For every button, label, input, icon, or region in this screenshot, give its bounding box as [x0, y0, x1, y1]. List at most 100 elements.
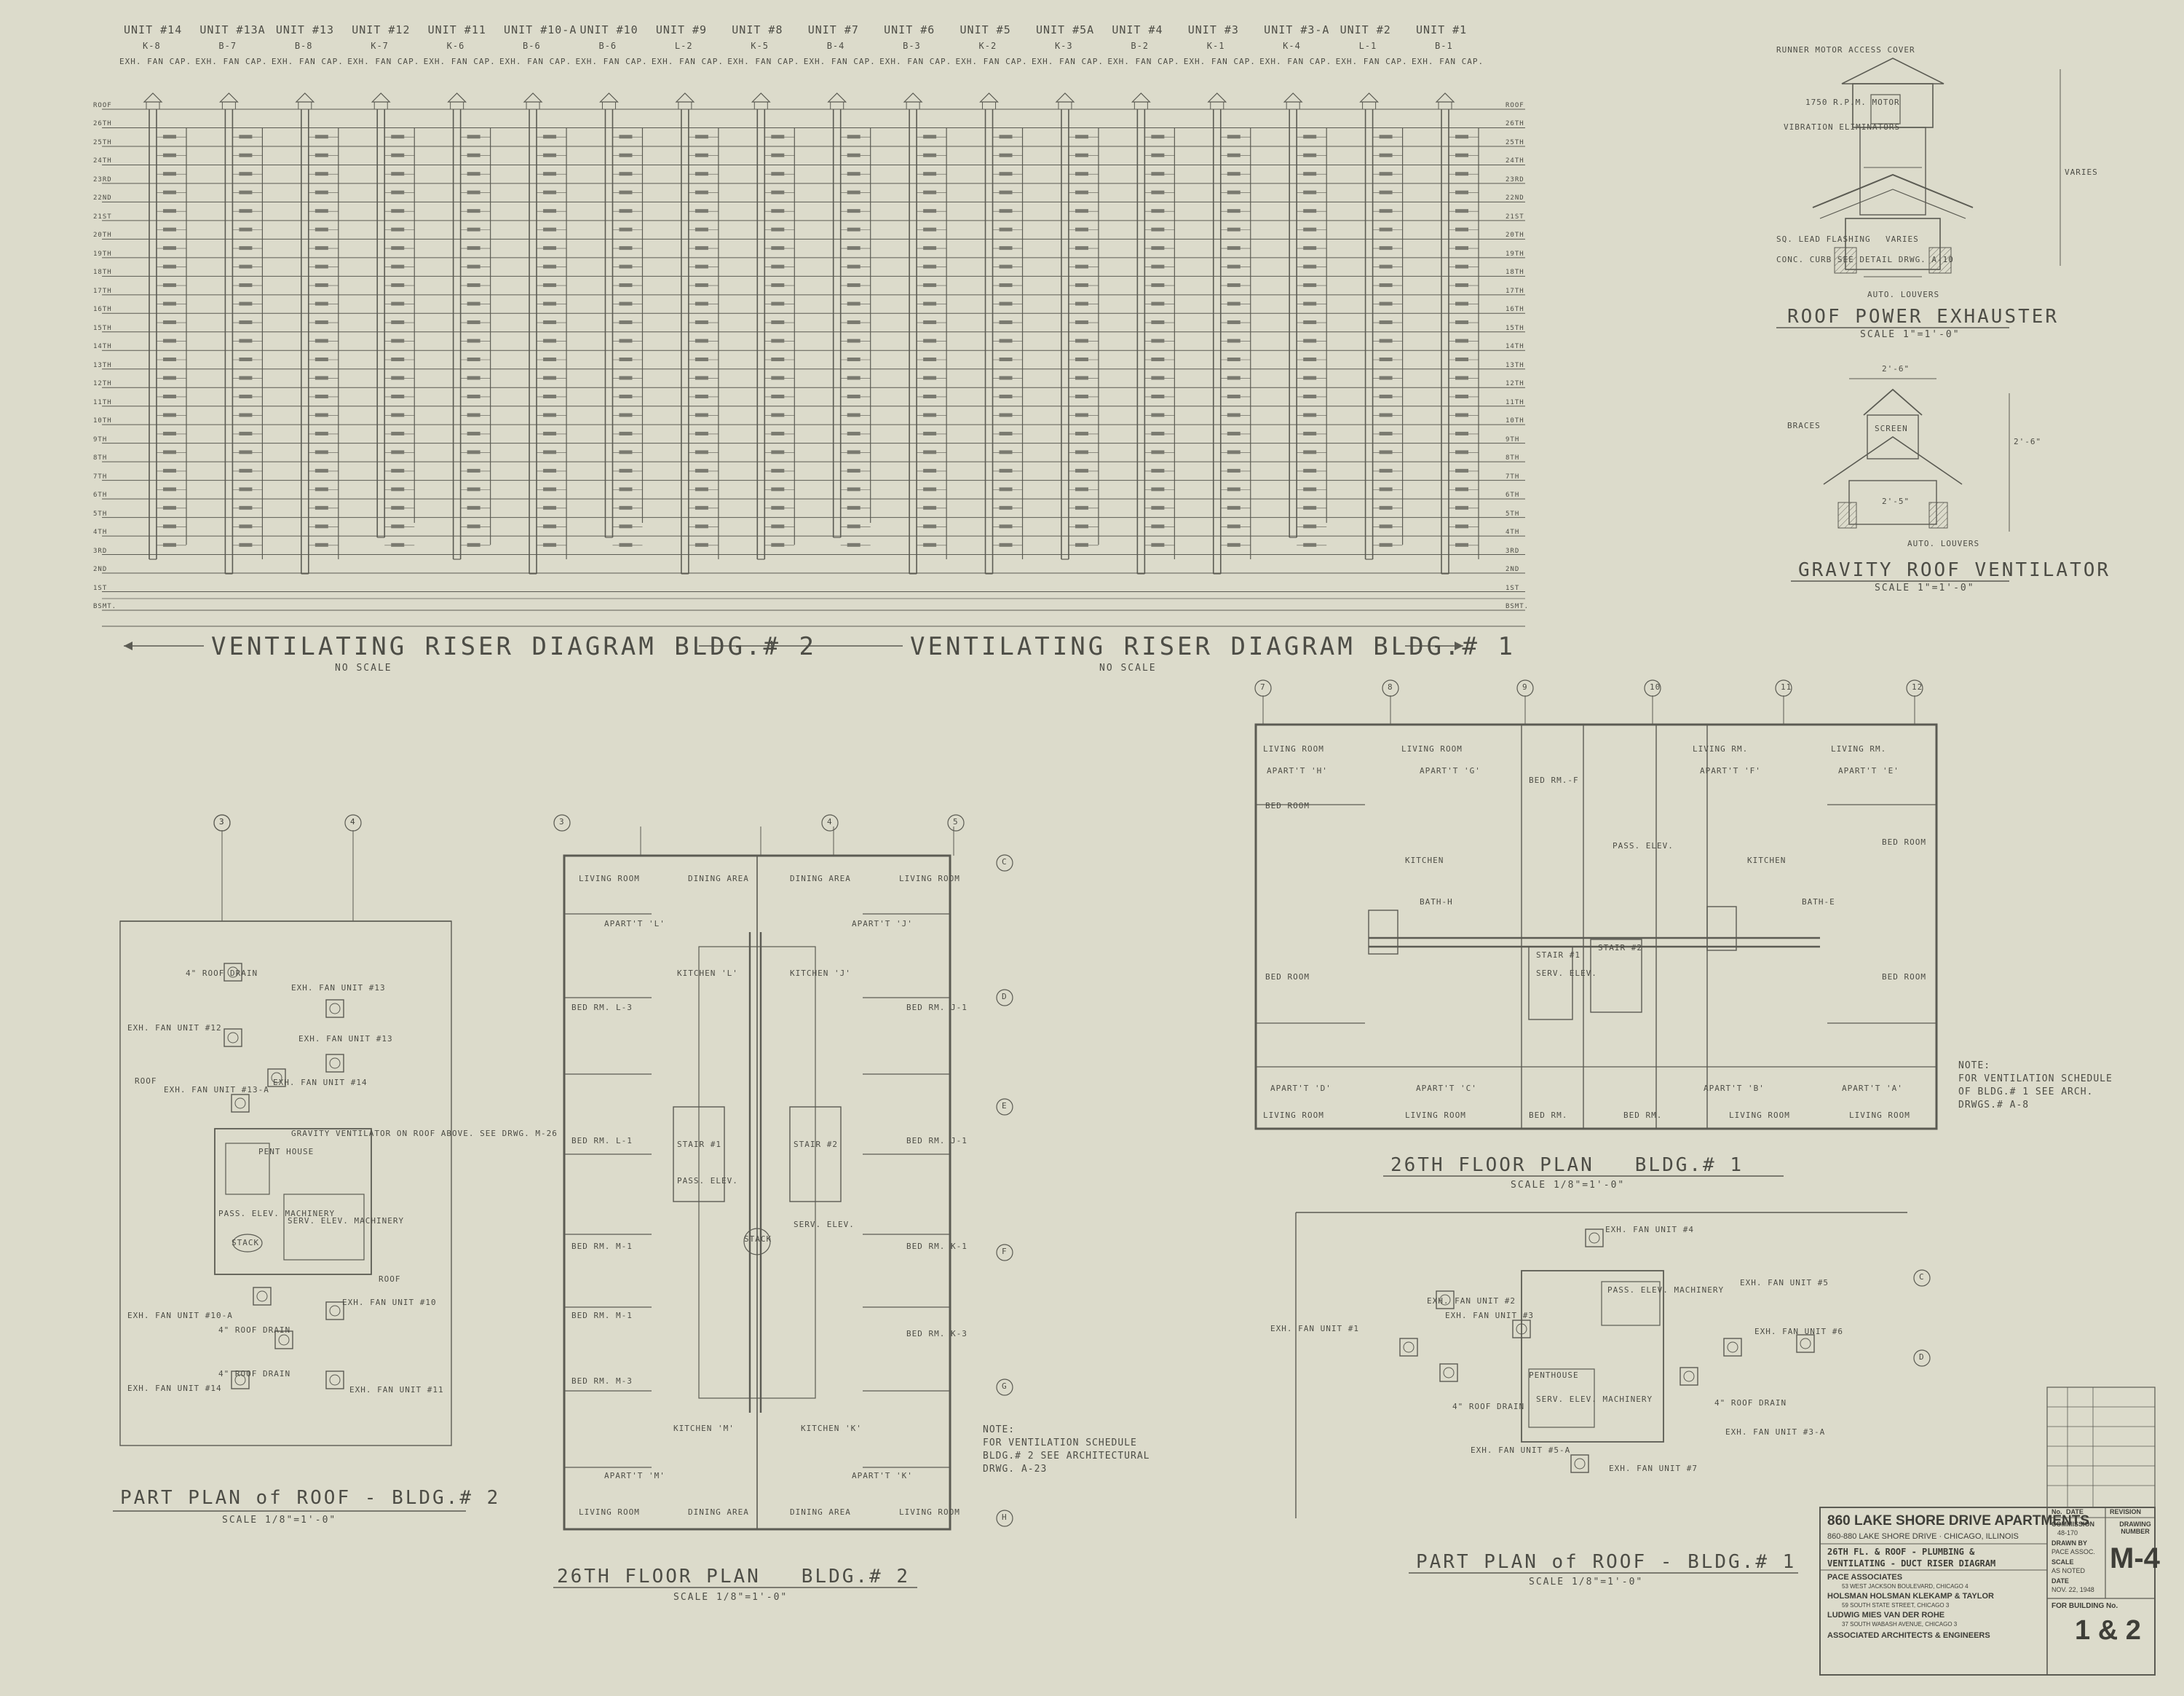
fan-cap-label: EXH. FAN CAP. — [1259, 57, 1332, 66]
floor-label-left: 12TH — [93, 380, 112, 388]
floor-label-right: 3RD — [1506, 547, 1520, 555]
duct-size-mark — [391, 135, 405, 139]
duct-size-mark — [999, 283, 1013, 288]
floor-label-left: 7TH — [93, 473, 108, 481]
exhaust-fan-cap — [599, 92, 619, 103]
duct-size-mark — [1151, 283, 1165, 288]
floor-label-right: 1ST — [1506, 584, 1520, 592]
duct-size-mark — [1151, 172, 1165, 176]
duct-size-mark — [999, 524, 1013, 529]
fan-cap-label: EXH. FAN CAP. — [271, 57, 344, 66]
duct-size-mark — [1227, 468, 1241, 473]
duct-size-mark — [1075, 153, 1088, 157]
duct-size-mark — [467, 505, 480, 510]
duct-size-mark — [391, 301, 405, 306]
duct-size-mark — [1379, 190, 1393, 194]
unit-code: B-3 — [903, 41, 921, 51]
duct-size-mark — [1151, 358, 1165, 361]
room-label: LIVING ROOM — [1263, 744, 1324, 754]
duct-size-mark — [1379, 227, 1393, 232]
duct-size-mark — [1075, 487, 1088, 492]
scale-label: SCALE — [2052, 1558, 2074, 1566]
duct-size-mark — [1379, 209, 1393, 213]
duct-size-mark — [1227, 543, 1241, 547]
unit-label: UNIT #1 — [1416, 23, 1468, 36]
roof-label: 4" ROOF DRAIN — [1452, 1402, 1525, 1411]
fan-symbol — [271, 1072, 282, 1084]
duct-size-mark — [1303, 543, 1317, 547]
duct-size-mark — [163, 543, 176, 547]
duct-size-mark — [771, 394, 785, 398]
fan-base — [906, 101, 920, 110]
grid-label: E — [1002, 1101, 1008, 1111]
duct-size-mark — [391, 543, 405, 547]
detail-note: SCREEN — [1875, 424, 1908, 433]
exhaust-fan-unit — [1512, 1320, 1531, 1338]
roof-label: ROOF — [379, 1274, 401, 1284]
duct-size-mark — [695, 505, 708, 510]
duct-size-mark — [1455, 227, 1468, 232]
unit-label: UNIT #7 — [807, 23, 859, 36]
room-label: APART'T 'F' — [1700, 766, 1761, 776]
duct-size-mark — [163, 135, 176, 139]
duct-size-mark — [1227, 487, 1241, 492]
duct-size-mark — [1455, 394, 1468, 398]
room-label: LIVING ROOM — [1729, 1111, 1790, 1120]
duct-size-mark — [543, 135, 557, 139]
duct-size-mark — [314, 264, 328, 269]
room-label: SERV. ELEV. — [1536, 969, 1597, 978]
duct-size-mark — [163, 190, 176, 194]
room-label: LIVING ROOM — [899, 1507, 960, 1517]
duct-size-mark — [239, 524, 253, 529]
floor26-bldg2-title: 26TH FLOOR PLAN BLDG.# 2 — [557, 1566, 910, 1587]
exhaust-fan-cap — [295, 92, 315, 103]
firm-pace-address: 53 WEST JACKSON BOULEVARD, CHICAGO 4 — [1842, 1583, 1969, 1590]
exhaust-fan-cap — [447, 92, 467, 103]
duct-size-mark — [1151, 190, 1165, 194]
duct-size-mark — [391, 505, 405, 510]
duct-size-mark — [847, 283, 860, 288]
floor-label-left: 20TH — [93, 232, 112, 240]
room-label: KITCHEN — [1747, 856, 1787, 865]
roof-label: PENT HOUSE — [258, 1147, 314, 1156]
duct-size-mark — [467, 358, 480, 361]
grid-bubble — [996, 989, 1013, 1006]
floor-label-left: 13TH — [93, 361, 112, 369]
floor-label-right: 7TH — [1506, 473, 1520, 481]
duct-size-mark — [163, 153, 176, 157]
duct-size-mark — [619, 524, 633, 529]
duct-size-mark — [239, 153, 253, 157]
roof-label: EXH. FAN UNIT #3-A — [1725, 1427, 1826, 1437]
vent-hatch-right — [1928, 502, 1948, 529]
roof-label: 4" ROOF DRAIN — [218, 1369, 291, 1379]
fan-base — [526, 101, 540, 110]
unit-code: B-6 — [523, 41, 541, 51]
fan-symbol — [1574, 1458, 1586, 1470]
roof-label: PENTHOUSE — [1529, 1370, 1579, 1380]
title-block-frame — [1819, 1507, 2156, 1676]
duct-size-mark — [847, 358, 860, 361]
roof-label: EXH. FAN UNIT #13 — [298, 1034, 393, 1044]
duct-size-mark — [999, 339, 1013, 343]
duct-size-mark — [467, 320, 480, 325]
duct-size-mark — [619, 209, 633, 213]
grid-label: 4 — [827, 817, 833, 827]
room-label: APART'T 'K' — [852, 1471, 913, 1480]
fan-symbol — [227, 966, 239, 978]
room-label: BED ROOM — [1265, 972, 1310, 982]
roof-label: SERV. ELEV. MACHINERY — [288, 1216, 405, 1226]
duct-size-mark — [771, 172, 785, 176]
duct-size-mark — [619, 172, 633, 176]
duct-size-mark — [695, 394, 708, 398]
floor-label-left: 15TH — [93, 324, 112, 332]
floor-label-left: 3RD — [93, 547, 108, 555]
roof-label: 4" ROOF DRAIN — [1714, 1398, 1787, 1408]
duct-size-mark — [847, 264, 860, 269]
duct-size-mark — [695, 301, 708, 306]
duct-size-mark — [695, 339, 708, 343]
duct-size-mark — [923, 431, 937, 435]
duct-size-mark — [999, 413, 1013, 417]
floor-label-right: 19TH — [1506, 250, 1524, 258]
bldg1-exterior-wall — [1254, 723, 1938, 1130]
stack — [232, 1234, 263, 1253]
